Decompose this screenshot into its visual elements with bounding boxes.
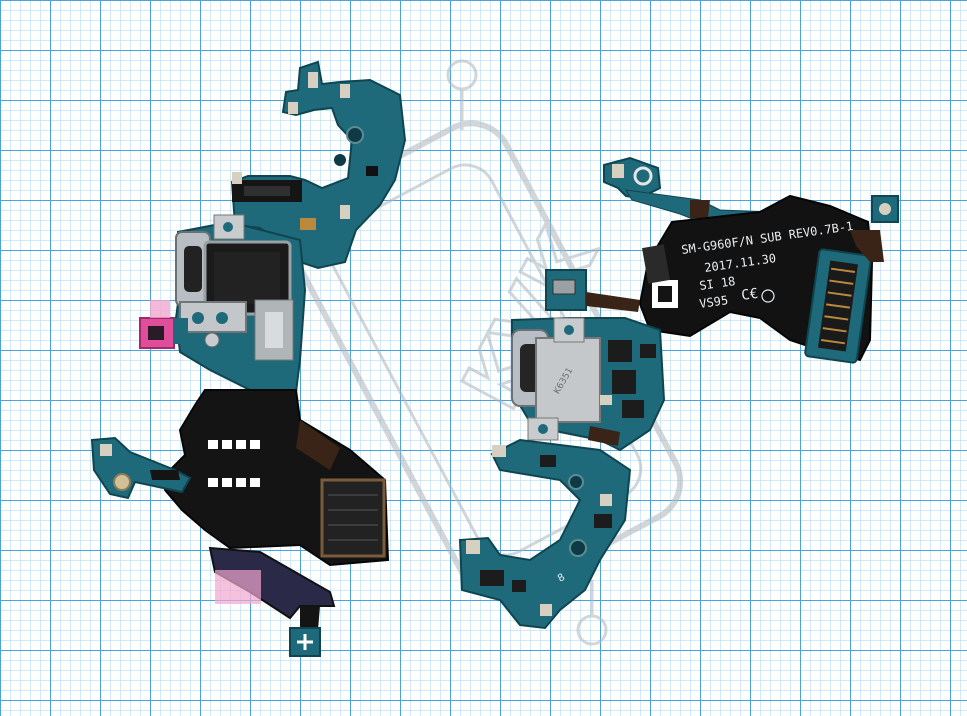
right-pcb-board: SM-G960F/N SUB REV0.7B-1 2017.11.30 SI 1… bbox=[458, 156, 899, 630]
white-pads bbox=[208, 440, 260, 487]
vs-label: VS95 bbox=[698, 293, 729, 311]
code-label: SI 18 bbox=[698, 274, 736, 293]
left-pcb-board bbox=[90, 60, 407, 657]
ce-mark: C€ bbox=[740, 286, 759, 304]
board-mark-8: 8 bbox=[556, 572, 567, 585]
